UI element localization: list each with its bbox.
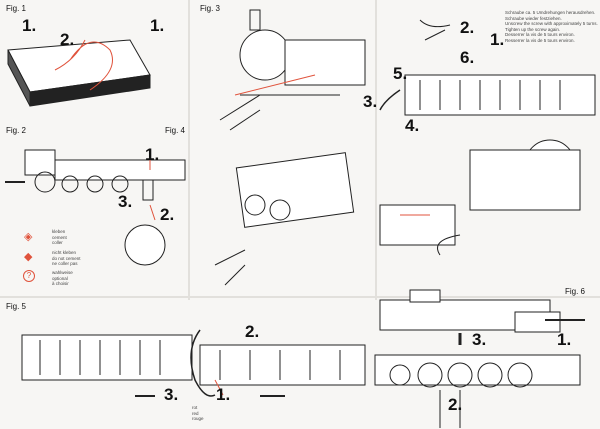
legend-text: do not cement (52, 255, 81, 261)
fig1-label: Fig. 1 (6, 4, 27, 13)
instruction-text: Schraube ca. 5 Umdrehungen herausdrehen.… (505, 10, 600, 43)
fig4-step-2: 2. (160, 205, 175, 224)
fig5-step-2: 2. (245, 322, 260, 341)
fig5-step-1: 1. (216, 385, 231, 404)
fig3-detail-drawing (379, 139, 581, 256)
optional-icon: ? (23, 270, 35, 282)
legend-text: kleben (52, 229, 66, 234)
fig3-step-5: 5. (393, 64, 408, 83)
fig1-step-1: 1. (22, 16, 37, 35)
fig2-locomotive-drawing (5, 149, 186, 193)
fig3-step-6: 6. (460, 48, 475, 67)
instruction-en-2: Tighten up the screw again. (505, 26, 561, 32)
legend-text: cement (52, 234, 67, 240)
fig3-step-1: 1. (490, 30, 505, 49)
fig6-step-2: 2. (448, 395, 463, 414)
legend-text: ne coller pas (52, 261, 78, 266)
fold-line (375, 0, 377, 300)
instruction-de-1: Schraube ca. 5 Umdrehungen herausdrehen. (505, 10, 596, 15)
wire-note-text: red (192, 410, 199, 416)
legend-text: nicht kleben (52, 250, 77, 255)
fig4-step-3: 3. (118, 192, 133, 211)
fig6-label: Fig. 6 (565, 287, 586, 296)
no-cement-icon: ◆ (24, 251, 33, 263)
fig5-label: Fig. 5 (6, 302, 27, 311)
instruction-en-1: Unscrew the screw with approximately 5 t… (505, 21, 598, 26)
wire-note-text: rouge (192, 416, 204, 421)
fig6-locomotive-drawing (374, 289, 585, 428)
fig1-step-2: 2. (60, 30, 75, 49)
wire-note-text: rot (192, 405, 198, 410)
fig4-step-1: 1. (145, 145, 160, 164)
fig4-label: Fig. 4 (165, 126, 186, 135)
fig3-step-3: 3. (363, 92, 378, 111)
fig6-step-1: 1. (557, 330, 572, 349)
fold-line (188, 0, 190, 300)
fig4-drawing (124, 155, 166, 266)
legend-text: wahlweise (52, 270, 73, 275)
legend-text: optional (52, 275, 68, 281)
cement-icon: ◈ (24, 231, 33, 243)
fig3-chassis-drawing (379, 19, 596, 116)
legend-text: coller (52, 240, 63, 245)
fig3-locomotive-drawing (214, 9, 366, 286)
fig1-box-drawing (7, 39, 151, 107)
fig5-step-3: 3. (164, 385, 179, 404)
legend-text: à choisir (52, 281, 69, 286)
instruction-de-2: Schraube wieder festziehen. (505, 15, 562, 21)
fig2-label: Fig. 2 (6, 126, 27, 135)
fold-line (0, 296, 600, 298)
fig5-chassis-drawing (21, 329, 366, 397)
fig3-step-2: 2. (460, 18, 475, 37)
instruction-fr-1: Desserrer la vis de 5 tours environ. (505, 32, 575, 37)
fig1-step-1b: 1. (150, 16, 165, 35)
fig3-label: Fig. 3 (200, 4, 221, 13)
fig3-step-4: 4. (405, 116, 420, 135)
fig6-step-3: 3. (472, 330, 487, 349)
instruction-fr-2: Resserrer la vis de 5 tours environ. (505, 37, 575, 43)
